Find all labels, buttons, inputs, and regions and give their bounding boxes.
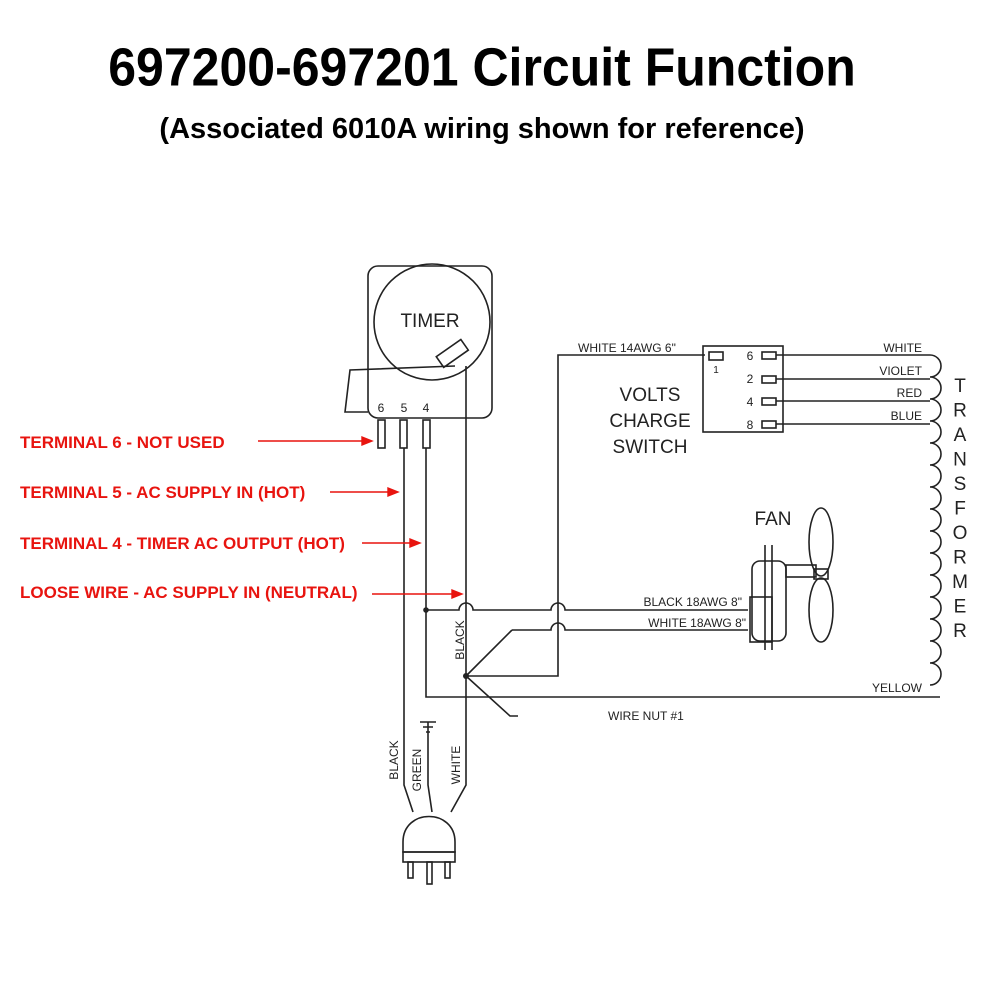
timer-terminal-4: 4 — [423, 401, 430, 415]
power-plug: BLACK GREEN WHITE — [387, 740, 463, 885]
switch-label-line-3: SWITCH — [613, 437, 688, 458]
transformer-letter: A — [954, 425, 967, 446]
black-wire-label: BLACK — [453, 620, 467, 659]
page-subtitle: (Associated 6010A wiring shown for refer… — [159, 113, 805, 145]
wire-nut-label: WIRE NUT #1 — [608, 709, 684, 723]
fan-wire-white: WHITE 18AWG 8" — [648, 616, 746, 630]
switch-terminal-4: 4 — [747, 395, 754, 409]
transformer-coil — [929, 354, 942, 686]
timer-terminal-6: 6 — [378, 401, 385, 415]
transformer-letter: R — [953, 548, 967, 569]
annotation-terminal-5: TERMINAL 5 - AC SUPPLY IN (HOT) — [20, 483, 305, 502]
annotations: TERMINAL 6 - NOT USED TERMINAL 5 - AC SU… — [20, 433, 464, 602]
transformer-letter: R — [953, 621, 967, 642]
timer-label: TIMER — [400, 311, 459, 332]
transformer-letter: S — [954, 474, 967, 495]
transformer-letter: R — [953, 401, 967, 422]
fan-blade-upper — [808, 507, 834, 577]
transformer-wire-yellow: YELLOW — [872, 681, 923, 695]
transformer-letter: N — [953, 450, 967, 471]
annotation-terminal-4: TERMINAL 4 - TIMER AC OUTPUT (HOT) — [20, 534, 345, 553]
wires — [403, 354, 940, 813]
transformer-wire-white: WHITE — [883, 341, 922, 355]
annotation-terminal-6: TERMINAL 6 - NOT USED — [20, 433, 225, 452]
transformer-wire-blue: BLUE — [891, 409, 922, 423]
switch-label-line-1: VOLTS — [620, 385, 681, 406]
fan-blade-lower — [808, 577, 834, 643]
transformer-letter: F — [954, 499, 966, 520]
switch-label-line-2: CHARGE — [609, 411, 690, 432]
cord-green-label: GREEN — [410, 749, 424, 792]
timer: TIMER 6 5 4 — [344, 263, 493, 449]
transformer-letter: E — [954, 597, 967, 618]
fan: FAN BLACK 18AWG 8" WHITE 18AWG 8" — [643, 507, 834, 650]
switch-input-wire-label: WHITE 14AWG 6" — [578, 341, 676, 355]
timer-terminal-5: 5 — [401, 401, 408, 415]
transformer-wire-red: RED — [897, 386, 923, 400]
timer-knob — [435, 338, 470, 369]
transformer-leads: WHITE VIOLET RED BLUE YELLOW — [776, 341, 930, 695]
transformer-letter: O — [953, 523, 968, 544]
switch-terminal-8: 8 — [747, 418, 754, 432]
annotation-loose-wire: LOOSE WIRE - AC SUPPLY IN (NEUTRAL) — [20, 583, 358, 602]
transformer-letter: T — [954, 376, 966, 397]
fan-label: FAN — [755, 509, 792, 530]
switch-terminal-6: 6 — [747, 349, 754, 363]
cord-black-label: BLACK — [387, 740, 401, 779]
cord-white-label: WHITE — [449, 746, 463, 785]
switch-terminal-2: 2 — [747, 372, 754, 386]
fan-wire-black: BLACK 18AWG 8" — [643, 595, 742, 609]
transformer-wire-violet: VIOLET — [879, 364, 922, 378]
switch-terminal-1: 1 — [713, 365, 719, 376]
page-title: 697200-697201 Circuit Function — [108, 36, 856, 98]
transformer-letter: M — [952, 572, 968, 593]
volts-charge-switch: WHITE 14AWG 6" 1 6 2 4 8 VOLTS CHARGE SW… — [578, 341, 784, 458]
